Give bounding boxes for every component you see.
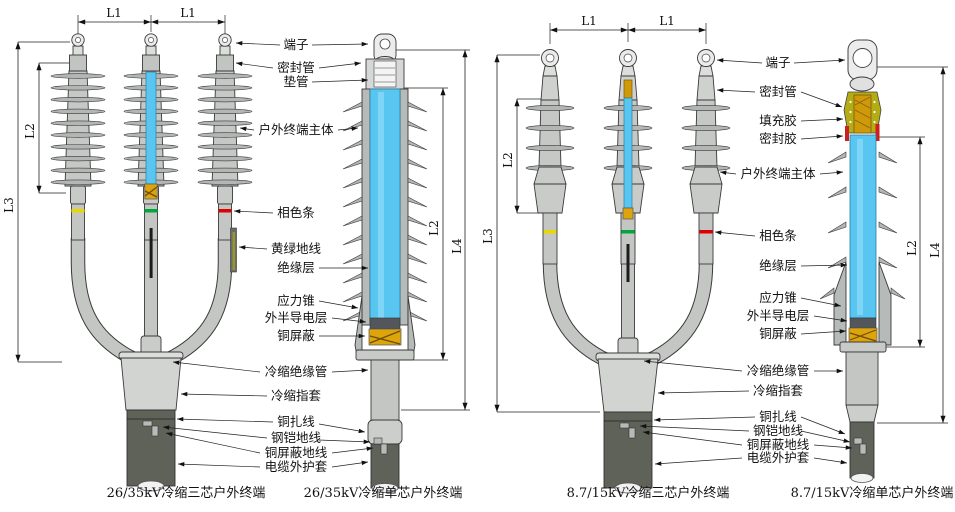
label-copper-shield-ground: 铜屏蔽地线 xyxy=(265,445,328,460)
cold-shrink-finger-sleeve xyxy=(120,357,182,411)
diagram-8-7-15kv-1core: L2 L4 xyxy=(819,39,948,483)
label-finger-sleeve: 冷缩指套 xyxy=(271,388,322,403)
label-phase-color-strip: 相色条 xyxy=(277,205,315,220)
cold-shrink-finger-sleeve xyxy=(845,404,879,423)
label-sealant: 密封胶 xyxy=(759,131,797,146)
copper-shield-band xyxy=(622,207,634,220)
label-copper-shield-ground: 铜屏蔽地线 xyxy=(747,437,810,452)
label-insulation-layer: 绝缘层 xyxy=(277,260,315,275)
dim-label-l4: L4 xyxy=(450,238,464,254)
phase-band-yellow xyxy=(71,209,85,213)
stress-cone xyxy=(354,295,363,357)
label-outdoor-terminal-body: 户外终端主体 xyxy=(258,122,334,137)
caption-8-7-15kv-1core: 8.7/15kV冷缩单芯户外终端 xyxy=(791,485,954,501)
label-outer-semicon: 外半导电层 xyxy=(265,310,328,325)
label-sealing-tube: 密封管 xyxy=(277,60,315,75)
label-steel-armor-ground: 钢铠地线 xyxy=(753,423,804,438)
ground-wire-clamp xyxy=(853,437,863,445)
cut-slot xyxy=(149,228,153,278)
phase-band-red xyxy=(699,230,713,234)
left-label-column: 端子 密封管 垫管 户外终端主体 相色条 黄绿地线 绝缘层 应力锥 外半导电层 … xyxy=(162,37,374,474)
dim-label-l2: L2 xyxy=(427,220,441,236)
cold-shrink-finger-sleeve xyxy=(367,419,403,445)
label-copper-shield: 铜屏蔽 xyxy=(277,328,315,343)
dim-label-l2: L2 xyxy=(23,123,37,139)
label-copper-binding-wire: 铜扎线 xyxy=(759,409,797,424)
dim-label-l1: L1 xyxy=(659,14,675,28)
outer-semicon-layer xyxy=(369,317,401,330)
cut-slot xyxy=(626,244,630,282)
label-terminal: 端子 xyxy=(765,55,790,70)
dim-label-l4: L4 xyxy=(928,242,942,258)
ground-wire-clamp xyxy=(142,420,153,427)
dim-label-l1: L1 xyxy=(106,6,122,20)
insulation-core-cutaway xyxy=(623,97,633,209)
dim-label-l1: L1 xyxy=(180,6,196,20)
cable-cut-end xyxy=(850,473,874,483)
insulator-sheds xyxy=(342,101,428,322)
label-finger-sleeve: 冷缩指套 xyxy=(753,383,804,398)
phase-band-red xyxy=(218,209,232,213)
label-insulation-layer: 绝缘层 xyxy=(759,258,797,273)
dim-label-l3: L3 xyxy=(2,197,16,213)
conductor-cutaway xyxy=(623,79,633,99)
phase-band-yellow xyxy=(543,230,557,234)
label-cold-shrink-tube: 冷缩绝缘管 xyxy=(747,363,810,378)
label-sealing-tube: 密封管 xyxy=(759,84,797,99)
diagram-26-35kv-1core: L2 L4 xyxy=(342,33,470,493)
label-outer-semicon: 外半导电层 xyxy=(747,308,810,323)
label-filler-compound: 填充胶 xyxy=(759,113,797,128)
stress-cone xyxy=(833,261,847,346)
ground-wire-clamp xyxy=(619,422,630,429)
label-steel-armor-ground: 钢铠地线 xyxy=(271,430,322,445)
label-yellow-green-ground: 黄绿地线 xyxy=(271,241,322,256)
cable-cut-end xyxy=(137,480,165,492)
label-stress-cone: 应力锥 xyxy=(277,293,315,308)
dim-label-l3: L3 xyxy=(481,228,495,244)
insulator-sheds xyxy=(819,151,906,300)
cable-cut-end xyxy=(614,482,642,494)
phase-band-green xyxy=(144,209,158,213)
caption-8-7-15kv-3core: 8.7/15kV冷缩三芯户外终端 xyxy=(567,485,730,501)
label-copper-shield: 铜屏蔽 xyxy=(759,326,797,341)
label-copper-binding-wire: 铜扎线 xyxy=(277,414,315,429)
dim-label-l2: L2 xyxy=(905,240,919,256)
phase-band-green xyxy=(621,230,635,234)
label-cable-outer-sheath: 电缆外护套 xyxy=(747,450,810,465)
cold-shrink-insulation-tube xyxy=(370,359,400,421)
caption-26-35kv-1core: 26/35kV冷缩单芯户外终端 xyxy=(304,485,463,501)
cable-cut-end xyxy=(371,483,399,493)
dim-label-l1: L1 xyxy=(581,14,597,28)
insulation-core-cutaway xyxy=(145,71,157,185)
insulation-layer xyxy=(369,88,401,326)
cold-shrink-finger-sleeve xyxy=(597,358,659,413)
sealant xyxy=(845,126,849,141)
right-label-column: 端子 密封管 填充胶 密封胶 户外终端主体 相色条 绝缘层 应力锥 外半导电层 … xyxy=(639,55,853,466)
diagram-8-7-15kv-3core: L1 L1 L3 L2 xyxy=(481,14,731,494)
label-stress-cone: 应力锥 xyxy=(759,290,797,305)
outer-semicon-layer xyxy=(849,317,877,329)
label-terminal: 端子 xyxy=(283,37,308,52)
caption-26-35kv-3core: 26/35kV冷缩三芯户外终端 xyxy=(107,485,266,501)
ground-wire-clamp xyxy=(373,437,383,445)
label-pad-tube: 垫管 xyxy=(283,74,308,89)
pad-tube xyxy=(373,60,397,88)
yellow-green-ground-wire xyxy=(232,232,236,270)
label-cold-shrink-tube: 冷缩绝缘管 xyxy=(265,364,328,379)
diagram-26-35kv-3core: L1 L1 L3 L2 xyxy=(2,6,253,492)
label-outdoor-terminal-body: 户外终端主体 xyxy=(740,166,816,181)
label-phase-color-strip: 相色条 xyxy=(759,228,797,243)
sealant xyxy=(875,124,880,141)
cold-shrink-insulation-tube xyxy=(845,351,879,406)
label-cable-outer-sheath: 电缆外护套 xyxy=(265,459,328,474)
dim-label-l2: L2 xyxy=(501,152,515,168)
